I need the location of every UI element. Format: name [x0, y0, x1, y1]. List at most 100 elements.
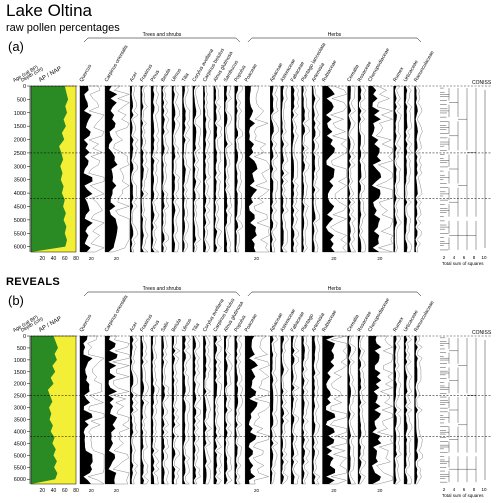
taxon-column — [280, 335, 289, 485]
taxon-exaggeration-curve — [105, 335, 130, 485]
taxon-exaggeration-curve — [192, 85, 202, 253]
taxon-column — [203, 85, 211, 253]
taxon-exaggeration-curve — [151, 335, 160, 485]
taxon-column — [129, 85, 139, 253]
taxon-column — [192, 335, 201, 485]
taxon-percentage-silhouette — [182, 336, 186, 484]
taxon-exaggeration-curve — [301, 335, 310, 485]
taxon-column — [104, 85, 130, 253]
taxon-column — [244, 335, 270, 485]
taxon-percentage-silhouette — [105, 86, 118, 252]
taxon-column — [203, 335, 212, 485]
age-tick-label: 5500 — [14, 231, 26, 237]
herbs-group-label: Herbs — [328, 286, 342, 292]
taxon-column — [182, 335, 191, 485]
taxon-column — [234, 335, 243, 485]
taxon-column — [290, 335, 300, 485]
taxon-percentage-silhouette — [393, 336, 397, 484]
ap-area — [31, 86, 69, 252]
taxon-column — [270, 85, 279, 253]
taxon-percentage-silhouette — [130, 336, 134, 484]
taxon-exaggeration-curve — [404, 85, 413, 253]
age-tick-label: 5000 — [14, 218, 26, 224]
taxon-column — [311, 335, 321, 485]
coniss-dendrogram — [440, 87, 486, 251]
taxon-column — [403, 85, 413, 253]
age-tick-label: 500 — [17, 97, 26, 103]
age-tick-label: 3500 — [14, 418, 26, 424]
ap-tick-label: 60 — [62, 488, 68, 494]
ap-tick-label: 80 — [73, 256, 79, 262]
taxon-column — [213, 85, 222, 253]
taxon-exaggeration-curve — [312, 85, 321, 253]
taxon-percentage-silhouette — [140, 86, 144, 252]
taxon-percentage-silhouette — [414, 336, 418, 484]
trees-group-label: Trees and shrubs — [143, 32, 182, 38]
taxon-scale-tick: 20 — [377, 488, 383, 493]
taxon-column — [224, 85, 233, 253]
taxon-column — [171, 85, 181, 253]
ap-tick-label: 80 — [73, 488, 79, 494]
panel-a-label: (a) — [8, 39, 24, 54]
taxon-exaggeration-curve — [182, 85, 191, 253]
age-tick-label: 1500 — [14, 124, 26, 130]
taxon-exaggeration-curve — [224, 335, 233, 485]
taxon-column — [393, 85, 402, 253]
taxon-column — [224, 335, 233, 485]
taxon-column — [270, 335, 279, 485]
coniss-dendrogram — [440, 337, 486, 483]
coniss-tick-label: 2 — [443, 255, 446, 260]
taxon-column — [322, 335, 348, 485]
trees-group-bracket — [83, 291, 241, 297]
taxon-column — [150, 85, 160, 253]
taxon-percentage-silhouette — [358, 86, 362, 252]
taxon-column — [161, 335, 170, 485]
age-tick-label: 4000 — [14, 429, 26, 435]
age-tick-label: 2000 — [14, 138, 26, 144]
taxon-percentage-silhouette — [151, 336, 155, 484]
taxon-percentage-silhouette — [234, 336, 239, 484]
ap-tick-label: 40 — [51, 488, 57, 494]
taxon-exaggeration-curve — [80, 335, 105, 485]
taxon-percentage-silhouette — [192, 336, 197, 484]
ap-nap-frame — [30, 335, 77, 485]
taxon-exaggeration-curve — [234, 335, 243, 485]
taxon-scale-tick: 20 — [331, 488, 337, 493]
taxon-percentage-silhouette — [404, 86, 408, 252]
taxon-percentage-silhouette — [322, 336, 336, 484]
taxon-exaggeration-curve — [161, 85, 170, 253]
taxon-exaggeration-curve — [312, 335, 321, 485]
taxon-exaggeration-curve — [130, 335, 139, 485]
coniss-tick-label: 4 — [453, 255, 456, 260]
ap-tick-label: 40 — [51, 256, 57, 262]
taxon-label: Carpinus orientalis — [104, 294, 130, 333]
taxon-column — [161, 85, 170, 253]
age-tick-label: 1000 — [14, 358, 26, 364]
taxon-column — [192, 85, 202, 253]
taxon-percentage-silhouette — [291, 86, 295, 252]
taxon-percentage-silhouette — [130, 86, 134, 252]
ap-tick-label: 20 — [39, 256, 45, 262]
ap-tick-label: 60 — [62, 256, 68, 262]
taxon-exaggeration-curve — [172, 335, 181, 485]
taxon-exaggeration-curve — [172, 85, 181, 253]
trees-group-label: Trees and shrubs — [143, 286, 182, 292]
taxon-exaggeration-curve — [358, 335, 367, 485]
age-tick-label: 2500 — [14, 151, 26, 157]
taxon-percentage-silhouette — [151, 86, 155, 252]
taxon-column — [129, 335, 139, 485]
coniss-label: CONISS — [472, 330, 492, 336]
coniss-tick-label: 2 — [443, 487, 446, 492]
taxon-percentage-silhouette — [280, 336, 285, 484]
taxon-percentage-silhouette — [203, 86, 207, 252]
taxon-percentage-silhouette — [312, 86, 316, 252]
coniss-tick-label: 10 — [481, 255, 487, 260]
taxon-exaggeration-curve — [301, 85, 310, 253]
taxon-exaggeration-curve — [245, 85, 270, 253]
taxon-column — [311, 85, 321, 253]
taxon-percentage-silhouette — [80, 86, 93, 252]
taxon-exaggeration-curve — [291, 85, 300, 253]
taxon-exaggeration-curve — [393, 85, 402, 253]
taxon-percentage-silhouette — [368, 336, 382, 484]
